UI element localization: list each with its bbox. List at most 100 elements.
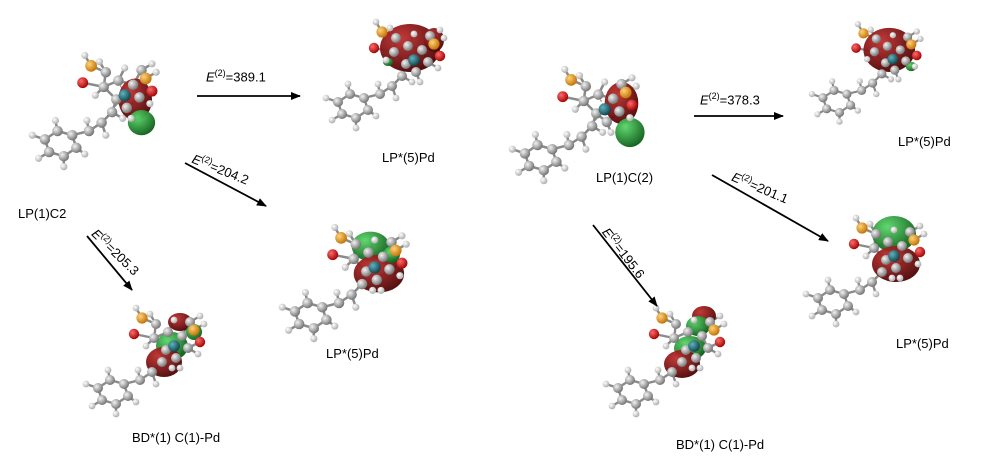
- carbon-atom: [147, 367, 157, 377]
- hydrogen-atom: [60, 163, 68, 171]
- carbon-atom: [135, 375, 145, 385]
- carbon-atom: [869, 243, 879, 253]
- hydrogen-atom: [152, 380, 160, 388]
- hydrogen-atom: [83, 116, 91, 125]
- carbon-atom: [593, 89, 604, 100]
- hydrogen-atom: [200, 320, 208, 328]
- carbon-atom: [289, 306, 301, 317]
- oxygen-atom: [851, 43, 861, 53]
- carbon-atom: [356, 278, 368, 290]
- carbon-atom: [113, 75, 124, 86]
- hydrogen-atom: [328, 116, 336, 124]
- hydrogen-atom: [856, 78, 863, 85]
- carbon-atom: [868, 78, 878, 88]
- phosphorus-atom: [906, 39, 917, 50]
- carbon-atom: [843, 301, 853, 311]
- carbon-atom: [43, 146, 55, 158]
- hydrogen-atom: [91, 91, 99, 99]
- hydrogen-atom: [331, 322, 339, 330]
- hydrogen-atom: [170, 316, 178, 324]
- hydrogen-atom: [872, 290, 880, 298]
- hydrogen-atom: [88, 402, 96, 410]
- molecule-structure: [508, 65, 645, 185]
- carbon-atom: [813, 293, 823, 303]
- hydrogen-atom: [102, 131, 110, 139]
- carbon-atom: [639, 379, 649, 389]
- hydrogen-atom: [607, 128, 615, 136]
- molecule-label: LP(1)C(2): [596, 170, 654, 185]
- carbon-atom: [151, 319, 161, 329]
- hydrogen-atom: [152, 68, 160, 76]
- carbon-atom: [546, 143, 558, 155]
- hydrogen-atom: [829, 78, 836, 85]
- hydrogen-atom: [398, 232, 406, 240]
- phosphorus-atom: [656, 312, 668, 324]
- hydrogen-atom: [628, 74, 636, 82]
- hydrogen-atom: [112, 410, 120, 418]
- hydrogen-atom: [392, 94, 400, 102]
- carbon-atom: [601, 116, 613, 128]
- oxygen-atom: [128, 328, 140, 340]
- carbon-atom: [348, 253, 359, 265]
- hydrogen-atom: [142, 342, 150, 350]
- hydrogen-atom: [127, 114, 135, 122]
- phosphorus-atom: [428, 38, 440, 50]
- hydrogen-atom: [28, 131, 36, 139]
- carbon-atom: [363, 105, 373, 115]
- carbon-atom: [134, 92, 145, 103]
- hydrogen-atom: [196, 312, 204, 320]
- carbon-atom: [321, 314, 332, 326]
- carbon-atom: [387, 81, 397, 91]
- hydrogen-atom: [333, 288, 341, 297]
- hydrogen-atom: [672, 380, 680, 388]
- carbon-atom: [363, 247, 374, 258]
- interaction-arrow: [184, 162, 267, 207]
- carbon-atom: [705, 317, 715, 327]
- carbon-atom: [411, 67, 421, 77]
- palladium-atom: [688, 340, 700, 352]
- hydrogen-atom: [914, 260, 922, 268]
- carbon-atom: [293, 318, 305, 330]
- hydrogen-atom: [104, 366, 112, 374]
- hydrogen-atom: [146, 100, 154, 108]
- hydrogen-atom: [889, 32, 897, 39]
- carbon-atom: [149, 333, 159, 343]
- hydrogen-atom: [563, 130, 571, 139]
- oxygen-atom: [648, 328, 660, 340]
- phosphorus-atom: [389, 244, 402, 257]
- carbon-atom: [617, 395, 627, 405]
- carbon-atom: [877, 267, 887, 277]
- hydrogen-atom: [602, 380, 610, 388]
- hydrogen-atom: [386, 24, 394, 32]
- hydrogen-atom: [599, 128, 607, 136]
- carbon-atom: [669, 333, 679, 343]
- carbon-atom: [177, 331, 187, 341]
- carbon-atom: [818, 93, 828, 103]
- hydrogen-atom: [652, 398, 660, 406]
- carbon-atom: [345, 89, 355, 99]
- hydrogen-atom: [626, 114, 634, 122]
- hydrogen-atom: [352, 124, 360, 132]
- carbon-atom: [839, 289, 849, 299]
- carbon-atom: [157, 357, 167, 367]
- hydrogen-atom: [917, 35, 924, 43]
- carbon-atom: [316, 301, 328, 313]
- phosphorus-atom: [619, 86, 632, 99]
- phosphorus-atom: [565, 74, 577, 86]
- carbon-atom: [643, 391, 653, 401]
- hydrogen-atom: [285, 326, 293, 334]
- hydrogen-atom: [916, 222, 924, 230]
- oxygen-atom: [914, 246, 926, 258]
- hydrogen-atom: [371, 236, 379, 244]
- molecule-structure: [82, 304, 208, 418]
- hydrogen-atom: [148, 60, 156, 68]
- carbon-atom: [578, 95, 589, 107]
- hydrogen-atom: [808, 90, 816, 98]
- interaction-arrow: [592, 224, 658, 307]
- hydrogen-atom: [575, 72, 584, 80]
- carbon-atom: [106, 106, 118, 118]
- molecule-label: BD*(1) C(1)-Pd: [676, 437, 765, 452]
- molecule-structure: [278, 223, 410, 343]
- carbon-atom: [171, 353, 181, 363]
- carbon-atom: [386, 236, 397, 248]
